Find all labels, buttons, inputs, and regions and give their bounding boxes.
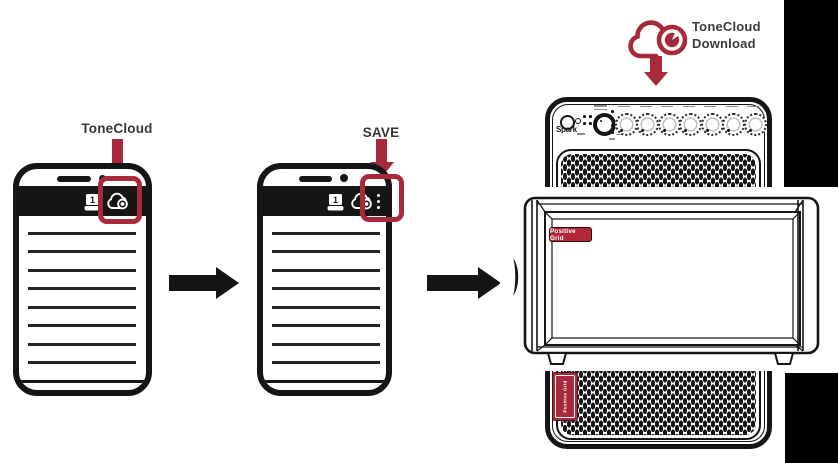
master-knob xyxy=(722,112,745,136)
phone2-toolbar: 1 xyxy=(263,186,386,216)
positive-grid-vertical-badge: Positive Grid xyxy=(552,372,578,421)
tonecloud-cloud-icon xyxy=(107,192,128,210)
phone2-speaker xyxy=(299,176,332,182)
spark-cab-panel: Positive Grid xyxy=(500,187,838,371)
preset-led xyxy=(611,124,614,127)
preset-led xyxy=(611,110,614,113)
phone1-toolbar: 1 xyxy=(19,186,146,216)
step1-label: ToneCloud xyxy=(81,121,153,136)
treble-knob xyxy=(700,112,724,136)
phone-step1: 1 xyxy=(13,163,152,396)
small-jack-icon xyxy=(575,118,581,124)
preset-led xyxy=(611,131,614,134)
flow-arrow-1-shaft xyxy=(169,275,216,291)
tonecloud-record-cloud-icon xyxy=(628,20,688,59)
flow-arrow-2-icon xyxy=(478,267,501,299)
tonecloud-download-label-line2: Download xyxy=(692,36,756,51)
preset-knob xyxy=(614,112,638,136)
phone2-camera-dot xyxy=(340,174,348,182)
download-arrow-down-icon xyxy=(644,72,668,86)
svg-text:1: 1 xyxy=(333,195,338,205)
phone1-speaker xyxy=(57,176,91,182)
phone1-bottom-bezel-line xyxy=(19,380,146,383)
step1-highlight-box xyxy=(98,176,142,224)
flow-arrow-2-shaft xyxy=(427,275,478,291)
gain-knob xyxy=(636,112,659,136)
positive-grid-front-badge: Positive Grid xyxy=(549,227,592,242)
flow-arrow-1-icon xyxy=(216,267,239,299)
black-block-bottom-right xyxy=(785,373,838,463)
step2-label: SAVE xyxy=(362,125,400,140)
output-knob xyxy=(743,112,767,136)
input-jack-icon xyxy=(560,115,575,130)
mid-knob xyxy=(679,112,702,136)
spark-logo: Spark xyxy=(556,125,577,134)
cab-outline xyxy=(513,196,820,365)
download-arrow-shaft xyxy=(650,56,662,73)
tone-knob xyxy=(593,113,616,136)
document-1-icon: 1 xyxy=(327,194,344,211)
step1-arrow-shaft xyxy=(112,139,123,164)
bass-knob xyxy=(657,112,681,136)
document-1-icon: 1 xyxy=(84,194,101,211)
phone2-bottom-bezel-line xyxy=(263,380,386,383)
preset-led xyxy=(611,117,614,120)
svg-text:1: 1 xyxy=(90,195,95,205)
overflow-menu-icon xyxy=(377,194,381,210)
phone-step2: 1 xyxy=(257,163,392,396)
black-block-top-right xyxy=(784,0,838,187)
step2-arrow-shaft xyxy=(376,139,387,163)
step2-highlight-box xyxy=(360,174,404,222)
tonecloud-download-label-line1: ToneCloud xyxy=(692,19,761,34)
